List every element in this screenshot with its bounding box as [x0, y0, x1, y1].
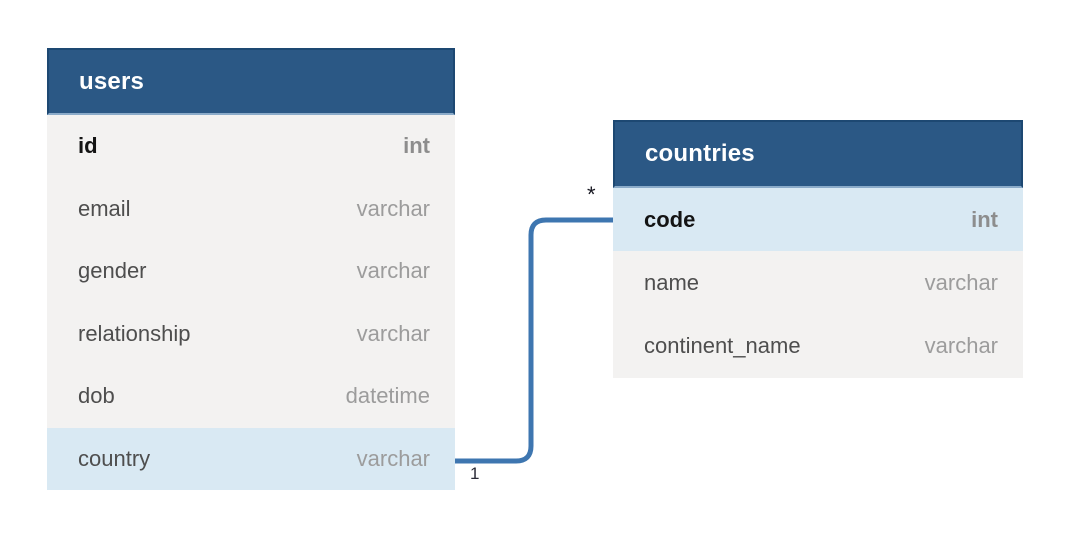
- table-users[interactable]: users id int email varchar gender varcha…: [47, 48, 455, 490]
- column-type: int: [971, 206, 998, 232]
- column-type: varchar: [356, 258, 430, 284]
- column-row-name[interactable]: name varchar: [613, 251, 1023, 315]
- column-row-relationship[interactable]: relationship varchar: [47, 302, 455, 365]
- cardinality-many-label: *: [587, 182, 596, 207]
- column-row-id[interactable]: id int: [47, 115, 455, 178]
- column-name: email: [78, 195, 131, 221]
- column-name: relationship: [78, 320, 191, 346]
- column-type: varchar: [356, 195, 430, 221]
- column-row-continent-name[interactable]: continent_name varchar: [613, 314, 1023, 378]
- column-name: name: [644, 269, 700, 295]
- cardinality-one-label: 1: [470, 464, 480, 483]
- column-type: datetime: [345, 383, 430, 409]
- column-row-code[interactable]: code int: [613, 188, 1023, 252]
- column-type: varchar: [356, 320, 430, 346]
- column-row-email[interactable]: email varchar: [47, 177, 455, 240]
- column-name: id: [78, 133, 98, 159]
- column-name: continent_name: [644, 333, 801, 359]
- column-type: varchar: [924, 269, 998, 295]
- table-countries-header[interactable]: countries: [613, 120, 1023, 188]
- column-row-gender[interactable]: gender varchar: [47, 240, 455, 303]
- column-row-dob[interactable]: dob datetime: [47, 365, 455, 428]
- table-users-header[interactable]: users: [47, 48, 455, 115]
- column-type: int: [403, 133, 430, 159]
- table-title: countries: [645, 140, 755, 167]
- column-name: gender: [78, 258, 147, 284]
- relationship-connector[interactable]: [455, 217, 613, 464]
- column-name: code: [644, 206, 696, 232]
- column-name: dob: [78, 383, 115, 409]
- column-type: varchar: [924, 333, 998, 359]
- column-name: country: [78, 445, 151, 471]
- column-type: varchar: [356, 445, 430, 471]
- table-countries[interactable]: countries code int name varchar continen…: [613, 120, 1023, 378]
- column-row-country[interactable]: country varchar: [47, 427, 455, 490]
- table-title: users: [79, 67, 145, 95]
